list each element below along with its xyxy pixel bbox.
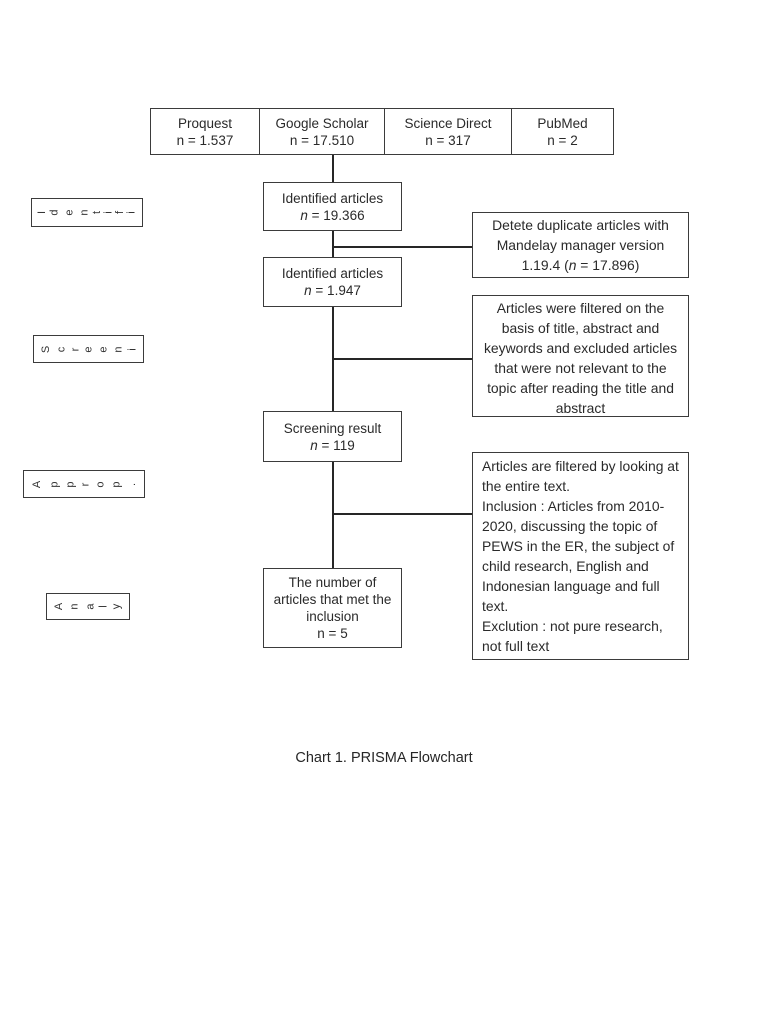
box-count: n = 19.366	[300, 207, 365, 223]
connector-branch-criteria	[333, 513, 472, 515]
chart-caption: Chart 1. PRISMA Flowchart	[295, 750, 473, 766]
box-screening-result: Screening result n = 119	[263, 411, 402, 462]
connector-identified-to-dedup	[332, 231, 334, 258]
source-name: Science Direct	[404, 115, 492, 131]
source-name: Google Scholar	[275, 115, 369, 131]
connector-branch-filter	[333, 358, 472, 360]
connector-screening-to-included	[332, 461, 334, 569]
source-count: n = 2	[547, 132, 578, 148]
source-boxes-row: Proquest n = 1.537 Google Scholar n = 17…	[150, 108, 614, 155]
box-identified-after-dedup: Identified articles n = 1.947	[263, 257, 402, 307]
box-remove-duplicates-note: Detete duplicate articles with Mandelay …	[472, 212, 689, 278]
source-count: n = 17.510	[289, 132, 355, 148]
box-inclusion-exclusion-note: Articles are filtered by looking at the …	[472, 452, 689, 660]
box-title: Identified articles	[281, 190, 384, 206]
connector-sources-to-identified	[332, 155, 334, 183]
source-count: n = 1.537	[176, 132, 234, 148]
note-lines: Detete duplicate articles with Mandelay …	[492, 217, 669, 253]
box-count: n = 119	[310, 437, 355, 453]
note-count-line: 1.19.4 (n = 17.896)	[521, 257, 640, 273]
box-identified-total: Identified articles n = 19.366	[263, 182, 402, 231]
source-name: PubMed	[537, 115, 588, 131]
source-box-proquest: Proquest n = 1.537	[151, 109, 259, 154]
box-title: Screening result	[283, 420, 382, 436]
source-box-google-scholar: Google Scholar n = 17.510	[259, 109, 384, 154]
box-title: Identified articles	[281, 266, 384, 281]
source-box-pubmed: PubMed n = 2	[511, 109, 613, 154]
box-title-abstract-filter-note: Articles were filtered on the basis of t…	[472, 295, 689, 417]
source-name: Proquest	[177, 115, 233, 131]
connector-branch-duplicates	[333, 246, 472, 248]
box-count: n = 1.947	[304, 283, 361, 298]
box-included: The number of articles that met the incl…	[263, 568, 402, 648]
connector-dedup-to-screening	[332, 306, 334, 412]
source-count: n = 317	[425, 132, 471, 148]
source-box-science-direct: Science Direct n = 317	[384, 109, 511, 154]
